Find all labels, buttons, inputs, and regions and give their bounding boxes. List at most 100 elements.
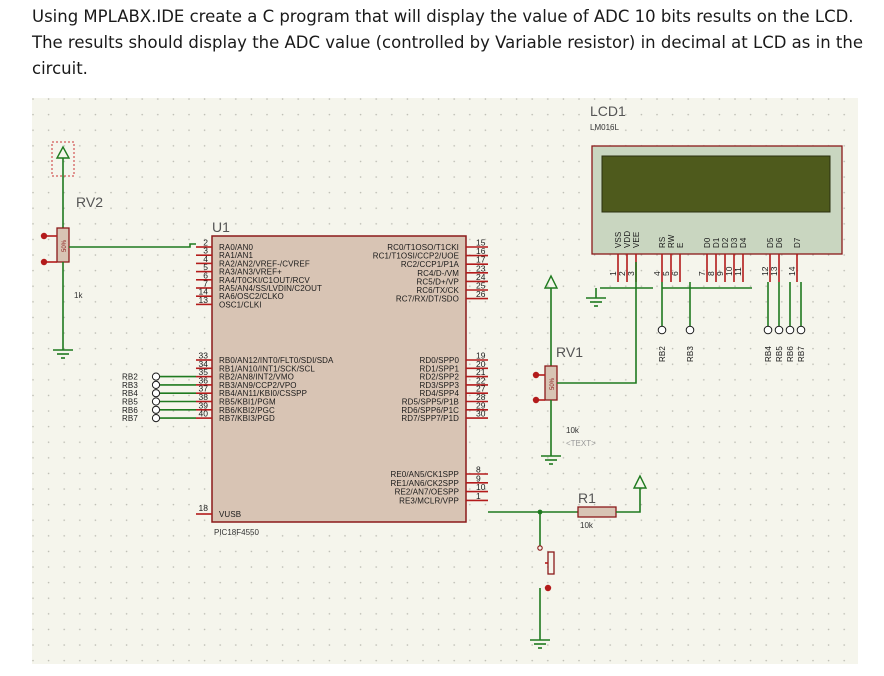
lcd-terminal-label: RB4 — [764, 346, 773, 362]
mcu-pin-label: RC0/T1OSO/T1CKI — [387, 243, 459, 252]
mcu-pin-label: RD1/SPP1 — [420, 364, 460, 373]
rv1-percent: 50% — [550, 377, 556, 390]
mcu-pin-label: RA6/OSC2/CLKO — [219, 292, 284, 301]
lcd-pin-number: 11 — [733, 267, 743, 276]
rv2-ref-label: RV2 — [76, 194, 103, 210]
rv1-value: 10k — [566, 426, 580, 435]
mcu-pin-label: RD6/SPP6/P1C — [401, 406, 459, 415]
rb-terminal-circle — [151, 389, 161, 398]
mcu-pin-number: 30 — [476, 409, 486, 419]
mcu-pin-label: RD3/SPP3 — [420, 381, 460, 390]
rb-terminal-circle — [151, 372, 161, 381]
mcu-pin-number: 24 — [476, 272, 486, 282]
mcu-pin-number: 18 — [199, 503, 209, 513]
lcd-part-label: LM016L — [590, 123, 619, 132]
mcu-pin-label: VUSB — [219, 510, 241, 519]
lcd-pin-label: D0 — [703, 237, 712, 248]
lcd-pin-label: D3 — [730, 237, 739, 248]
mcu-pin-label: RC6/TX/CK — [416, 286, 459, 295]
mcu-pin-label: RE0/AN5/CK1SPP — [390, 470, 459, 479]
mcu-pin-number: 23 — [476, 263, 486, 273]
mcu-pin-label: RA2/AN2/VREF-/CVREF — [219, 259, 310, 268]
mcu-pin-number: 7 — [203, 279, 208, 289]
mcu-pin-label: RC4/D-/VM — [417, 269, 459, 278]
mcu-pin-label: RD5/SPP5/P1B — [402, 398, 459, 407]
lcd-terminal-circle — [774, 325, 784, 335]
lcd-pin-label: D4 — [739, 237, 748, 248]
mcu-pin-label: RB4/AN11/KBI0/CSSPP — [219, 389, 307, 398]
mcu-pin-number: 38 — [199, 392, 209, 402]
mcu-pin-label: RB3/AN9/CCP2/VPO — [219, 381, 297, 390]
r1-value: 10k — [580, 521, 594, 530]
lcd-pin-label: D7 — [793, 237, 802, 248]
mcu-pin-label: RE2/AN7/OESPP — [395, 488, 459, 497]
lcd-pin-label: VDD — [623, 231, 632, 248]
mcu-pin-number: 26 — [476, 289, 486, 299]
mcu-pin-label: RA0/AN0 — [219, 243, 253, 252]
mcu-pin-number: 21 — [476, 367, 486, 377]
lcd-screen — [601, 155, 831, 213]
lcd-pin-label: D1 — [712, 237, 721, 248]
r1-reset-circuit: R1 10k — [488, 474, 648, 649]
mcu-pin-label: RB1/AN10/INT1/SCK/SCL — [219, 364, 315, 373]
rb-terminal-circle — [151, 414, 161, 423]
mcu-pin-number: 5 — [203, 262, 208, 272]
mcu-pin-label: RB7/KBI3/PGD — [219, 414, 275, 423]
mcu-ref-label: U1 — [212, 219, 230, 235]
mcu-pin-label: RA5/AN4/SS/LVDIN/C2OUT — [219, 284, 322, 293]
question-text: Using MPLABX.IDE create a C program that… — [32, 4, 872, 82]
question-line-1: Using MPLABX.IDE create a C program that… — [32, 7, 854, 26]
mcu-pin-label: RB5/KBI1/PGM — [219, 398, 276, 407]
mcu-pin-label: OSC1/CLKI — [219, 300, 262, 309]
lcd-pin-label: RS — [658, 237, 667, 248]
mcu-pin-label: RC5/D+/VP — [417, 277, 459, 286]
mcu-pin-number: 13 — [199, 295, 209, 305]
rv2-percent: 50% — [62, 239, 68, 252]
rv1-pin-b — [532, 396, 540, 404]
rv2-potentiometer[interactable]: RV2 50% 1k — [40, 141, 196, 359]
lcd-terminal-label: RB5 — [775, 346, 784, 362]
lcd-pin-label: RW — [667, 234, 676, 248]
lcd-pin-number: 7 — [697, 271, 707, 276]
mcu-pin-number: 25 — [476, 281, 486, 291]
mcu-pin-number: 22 — [476, 375, 486, 385]
lcd-terminal-circle — [796, 325, 806, 335]
mcu-pin-label: RE1/AN6/CK2SPP — [390, 479, 459, 488]
mcu-pin-label: RB6/KBI2/PGC — [219, 406, 275, 415]
question-line-3: circuit. — [32, 59, 88, 78]
mcu-pin-number: 14 — [199, 287, 209, 297]
rv2-value: 1k — [74, 291, 83, 300]
mcu-pin-number: 20 — [476, 359, 486, 369]
lcd-terminal-circle — [785, 325, 795, 335]
mcu-pin-number: 10 — [476, 482, 486, 492]
mcu-pin-number: 1 — [476, 491, 481, 501]
lcd-terminal-label: RB7 — [797, 346, 806, 362]
rb-terminal-label: RB2 — [122, 373, 138, 382]
mcu-pin-label: RC2/CCP1/P1A — [401, 260, 460, 269]
mcu-pin-number: 2 — [203, 238, 208, 248]
lcd-pin-number: 5 — [661, 271, 671, 276]
rv1-potentiometer[interactable]: RV1 50% 10k <TEXT> — [532, 262, 637, 465]
mcu-pin-number: 16 — [476, 246, 486, 256]
mcu-pin-label: RA3/AN3/VREF+ — [219, 268, 282, 277]
rv1-pin-a — [532, 371, 540, 379]
lcd-ref-label: LCD1 — [590, 103, 626, 119]
mcu-pin-number: 27 — [476, 384, 486, 394]
lcd-pin-label: D5 — [766, 237, 775, 248]
r1-ref-label: R1 — [578, 490, 596, 506]
mcu-pin-label: RA1/AN1 — [219, 251, 253, 260]
lcd-pin-number: 1 — [608, 271, 618, 276]
lcd-pin-number: 4 — [652, 271, 662, 276]
rv1-text: <TEXT> — [566, 439, 596, 448]
lcd-terminal-circle — [657, 325, 667, 335]
r1-body — [577, 506, 617, 518]
mcu-pin-number: 8 — [476, 465, 481, 475]
lcd-pin-label: D6 — [775, 237, 784, 248]
mcu-pin-number: 33 — [199, 351, 209, 361]
mcu-pin-number: 19 — [476, 351, 486, 361]
mcu-pin-label: RA4/T0CKI/C1OUT/RCV — [219, 276, 310, 285]
mcu-pin-number: 35 — [199, 367, 209, 377]
lcd-pin-number: 6 — [670, 271, 680, 276]
